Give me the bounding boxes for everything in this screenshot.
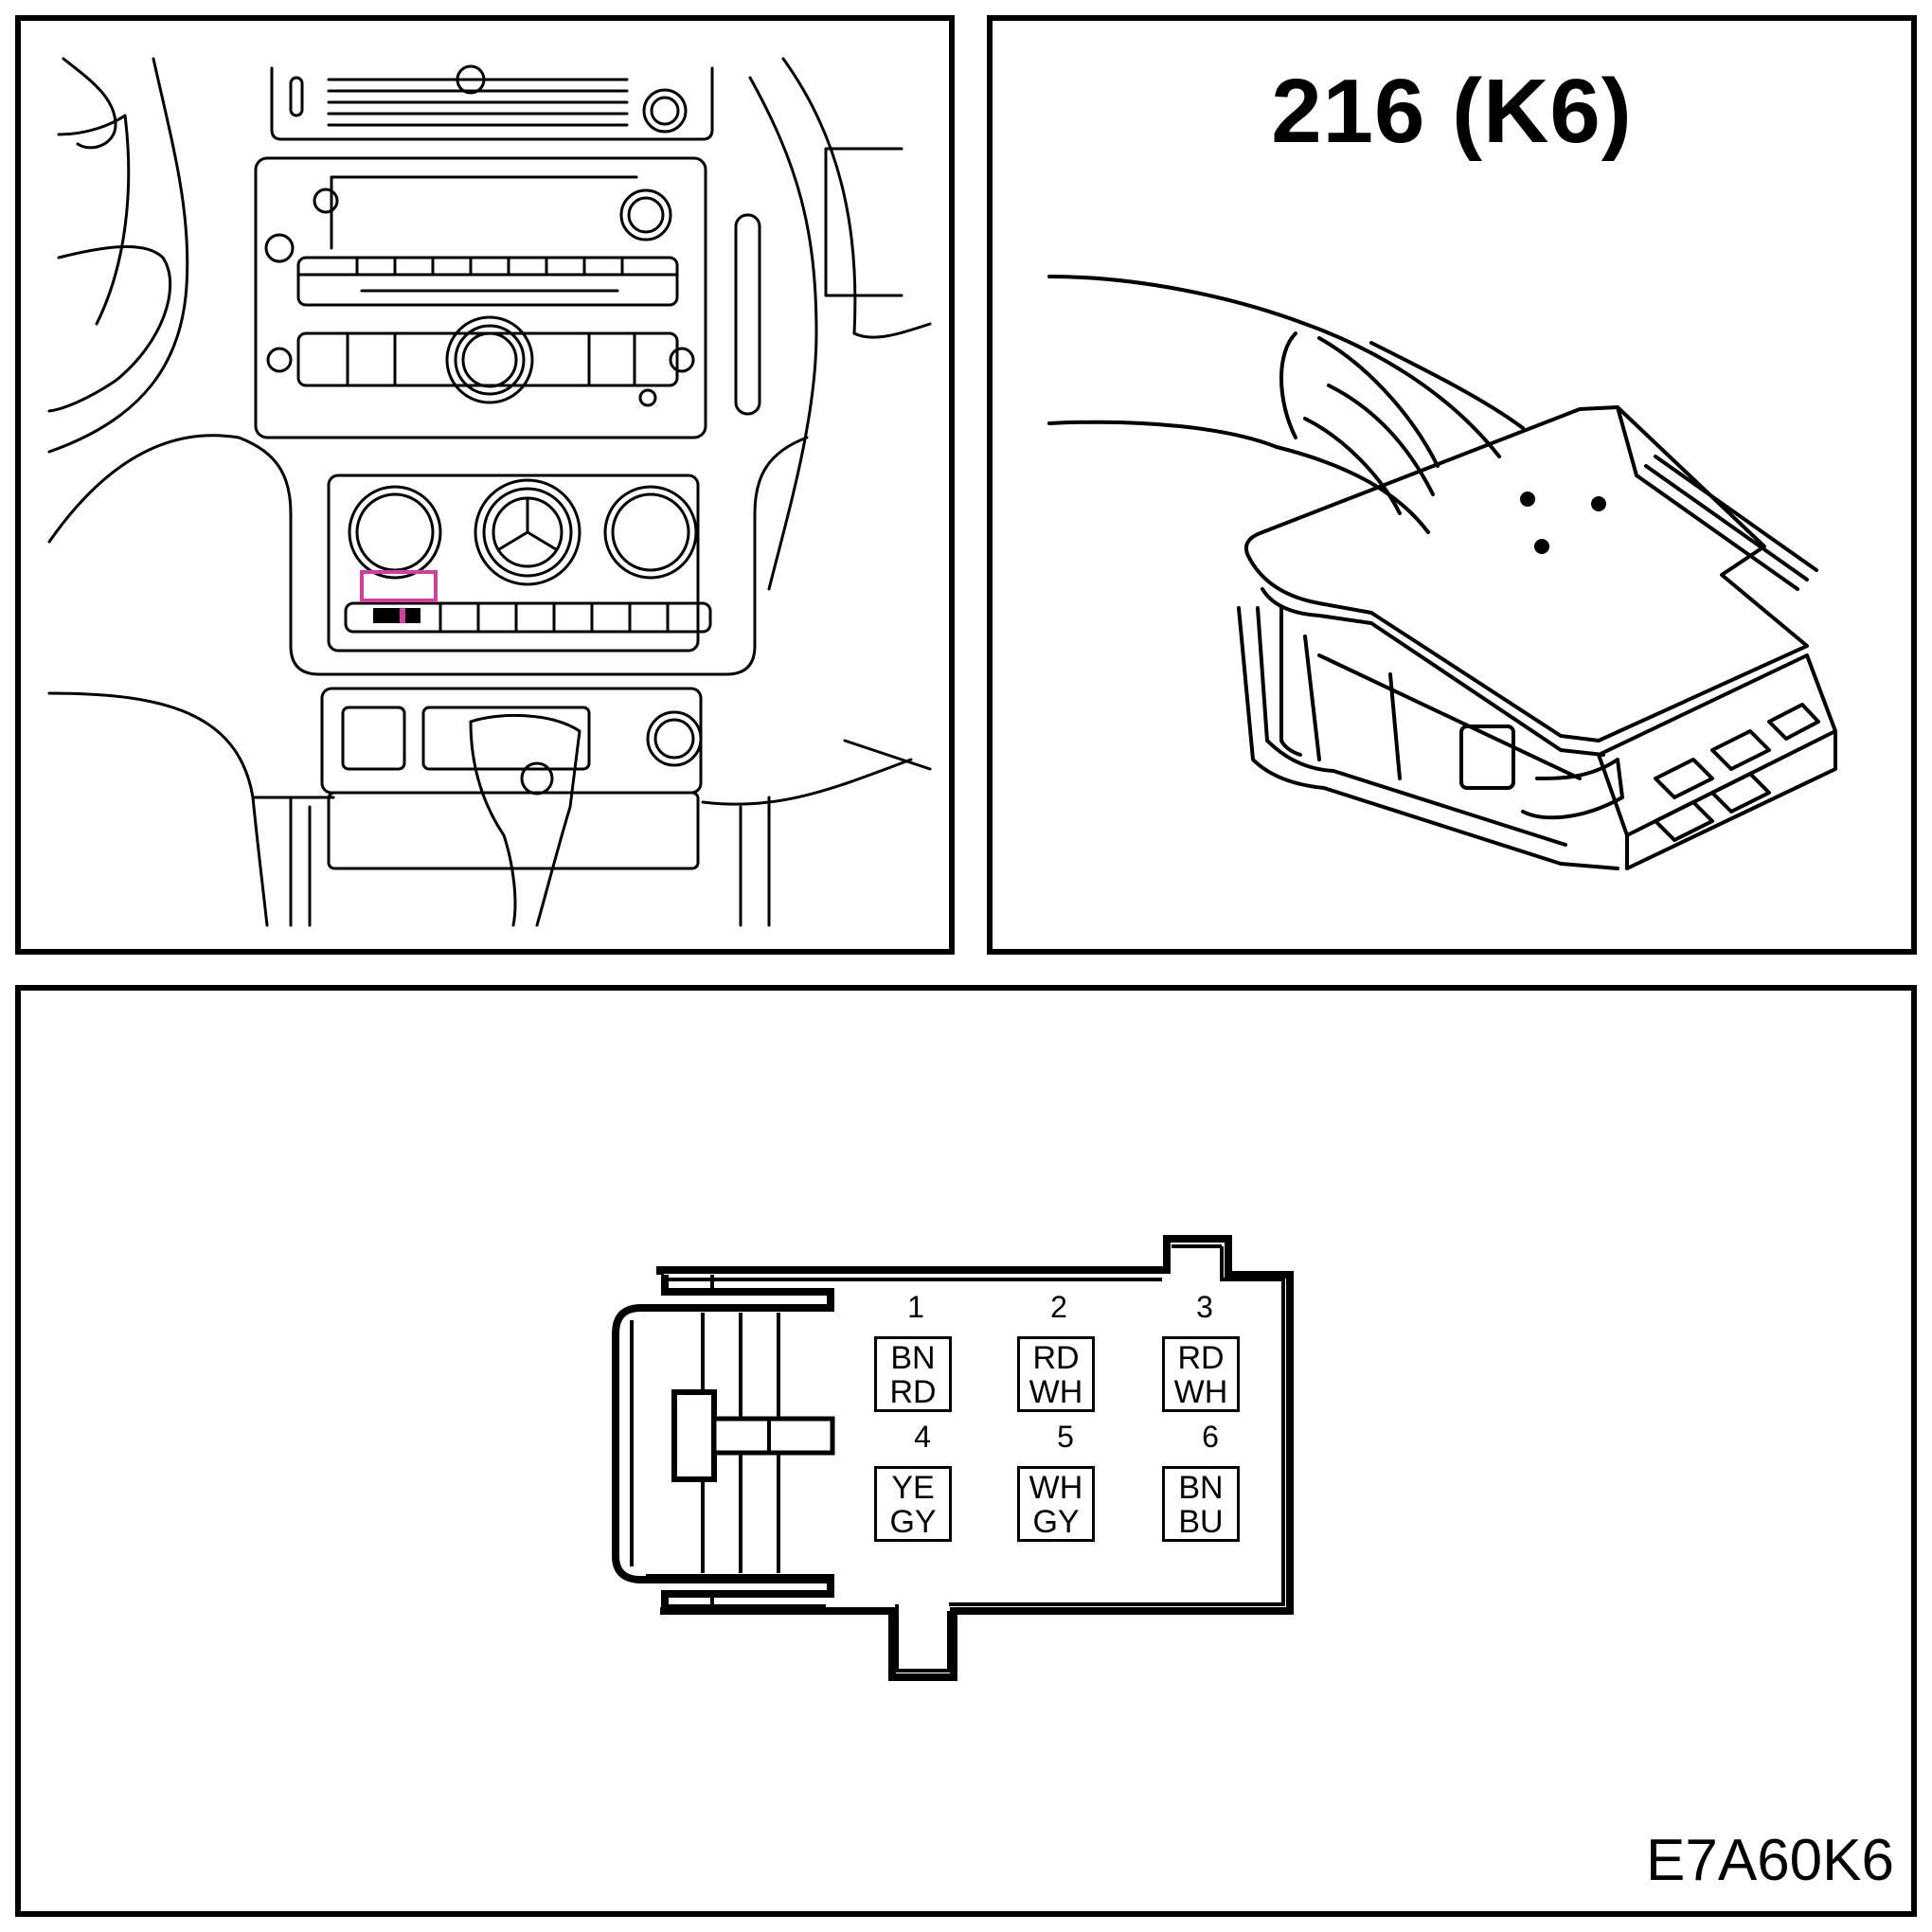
pin-6-wire-color-2: BU bbox=[1178, 1504, 1224, 1540]
connector-location-marker bbox=[360, 570, 438, 623]
pinout-panel: 1 2 3 4 5 6 BN RD RD WH RD WH YE GY WH G… bbox=[15, 985, 1917, 1917]
pin-4-cavity: YE GY bbox=[874, 1466, 952, 1542]
pin-2-wire-color-1: RD bbox=[1032, 1340, 1080, 1376]
pin-1-wire-color-2: RD bbox=[889, 1374, 937, 1410]
diagram-reference-code: E7A60K6 bbox=[1646, 1828, 1894, 1893]
pin-2-number: 2 bbox=[1050, 1290, 1067, 1324]
connector-3d-drawing bbox=[1047, 275, 1837, 870]
pin-2-cavity: RD WH bbox=[1017, 1336, 1095, 1412]
pin-3-wire-color-1: RD bbox=[1177, 1340, 1225, 1376]
pin-5-cavity: WH GY bbox=[1017, 1466, 1095, 1542]
pin-6-wire-color-1: BN bbox=[1178, 1470, 1224, 1506]
pin-6-cavity: BN BU bbox=[1162, 1466, 1240, 1542]
connector-view-panel: 216 (K6) bbox=[987, 15, 1917, 955]
pin-1-wire-color-1: BN bbox=[890, 1340, 936, 1376]
pin-3-wire-color-2: WH bbox=[1173, 1374, 1228, 1410]
pin-4-wire-color-1: YE bbox=[891, 1470, 935, 1506]
pin-5-number: 5 bbox=[1057, 1420, 1074, 1454]
location-view-panel bbox=[15, 15, 955, 955]
connector-title: 216 (K6) bbox=[1271, 61, 1633, 162]
pin-5-wire-color-1: WH bbox=[1029, 1470, 1083, 1506]
pin-3-number: 3 bbox=[1196, 1290, 1213, 1324]
pin-3-cavity: RD WH bbox=[1162, 1336, 1240, 1412]
pin-5-wire-color-2: GY bbox=[1032, 1504, 1080, 1540]
pin-6-number: 6 bbox=[1202, 1420, 1219, 1454]
pin-1-cavity: BN RD bbox=[874, 1336, 952, 1412]
pin-4-wire-color-2: GY bbox=[889, 1504, 937, 1540]
dashboard-location-drawing bbox=[47, 57, 932, 927]
connector-face-outline bbox=[612, 1235, 1294, 1681]
pin-4-number: 4 bbox=[914, 1420, 931, 1454]
pin-1-number: 1 bbox=[907, 1290, 924, 1324]
pin-2-wire-color-2: WH bbox=[1029, 1374, 1083, 1410]
